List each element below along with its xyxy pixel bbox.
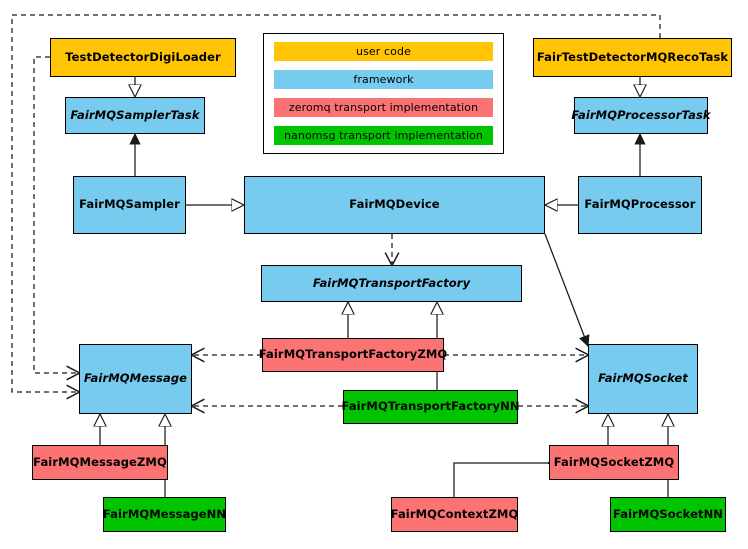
node-testdetectordigiloader[interactable]: TestDetectorDigiLoader: [50, 38, 236, 77]
node-fairmqsocket[interactable]: FairMQSocket: [588, 344, 698, 414]
legend-label: user code: [356, 45, 411, 58]
node-label: FairMQProcessorTask: [571, 107, 711, 122]
node-label: FairMQMessageZMQ: [33, 454, 167, 469]
node-fairmqdevice[interactable]: FairMQDevice: [244, 176, 545, 234]
node-label: FairTestDetectorMQRecoTask: [536, 49, 729, 64]
legend-label: nanomsg transport implementation: [283, 129, 484, 142]
node-label: FairMQDevice: [349, 197, 440, 212]
node-fairmqsocketzmq[interactable]: FairMQSocketZMQ: [549, 445, 679, 480]
node-fairmqsamplertask[interactable]: FairMQSamplerTask: [65, 97, 205, 134]
node-fairmqmessagenn[interactable]: FairMQMessageNN: [103, 497, 226, 532]
legend-label: zeromq transport implementation: [288, 101, 479, 114]
node-fairmqsampler[interactable]: FairMQSampler: [73, 176, 186, 234]
legend-item-framework: framework: [274, 70, 493, 89]
node-label: FairMQSocketNN: [612, 506, 724, 521]
node-fairmqtransportfactoryzmq[interactable]: FairMQTransportFactoryZMQ: [259, 338, 447, 372]
node-label: FairMQTransportFactoryNN: [341, 399, 520, 414]
node-label: FairMQContextZMQ: [390, 506, 519, 521]
node-fairmqcontextzmq[interactable]: FairMQContextZMQ: [391, 497, 518, 532]
legend: user code framework zeromq transport imp…: [263, 33, 504, 154]
legend-item-user-code: user code: [274, 42, 493, 61]
node-fairtestdetectormqrecotask[interactable]: FairTestDetectorMQRecoTask: [533, 38, 732, 77]
node-label: FairMQTransportFactory: [312, 275, 471, 290]
node-label: FairMQTransportFactoryZMQ: [258, 347, 448, 362]
node-label: FairMQMessage: [83, 371, 188, 386]
node-label: FairMQSamplerTask: [70, 107, 200, 122]
node-fairmqmessagezmq[interactable]: FairMQMessageZMQ: [32, 445, 168, 480]
node-fairmqsocketnn[interactable]: FairMQSocketNN: [610, 497, 726, 532]
legend-item-nanomsg: nanomsg transport implementation: [274, 126, 493, 145]
node-label: TestDetectorDigiLoader: [65, 49, 221, 64]
node-fairmqprocessortask[interactable]: FairMQProcessorTask: [571, 97, 711, 134]
node-label: FairMQSocketZMQ: [553, 454, 675, 469]
node-fairmqtransportfactory[interactable]: FairMQTransportFactory: [261, 265, 522, 302]
node-fairmqprocessor[interactable]: FairMQProcessor: [578, 176, 702, 234]
edge-device-socket: [544, 233, 588, 346]
legend-label: framework: [353, 73, 414, 86]
legend-item-zeromq: zeromq transport implementation: [274, 98, 493, 117]
node-label: FairMQSampler: [79, 197, 180, 212]
node-fairmqmessage[interactable]: FairMQMessage: [79, 344, 192, 414]
node-label: FairMQMessageNN: [102, 506, 227, 521]
node-label: FairMQSocket: [598, 371, 688, 386]
node-fairmqtransportfactorynn[interactable]: FairMQTransportFactoryNN: [341, 390, 520, 424]
node-label: FairMQProcessor: [584, 197, 696, 212]
edge-contextzmq-socketzmq: [453, 463, 549, 497]
